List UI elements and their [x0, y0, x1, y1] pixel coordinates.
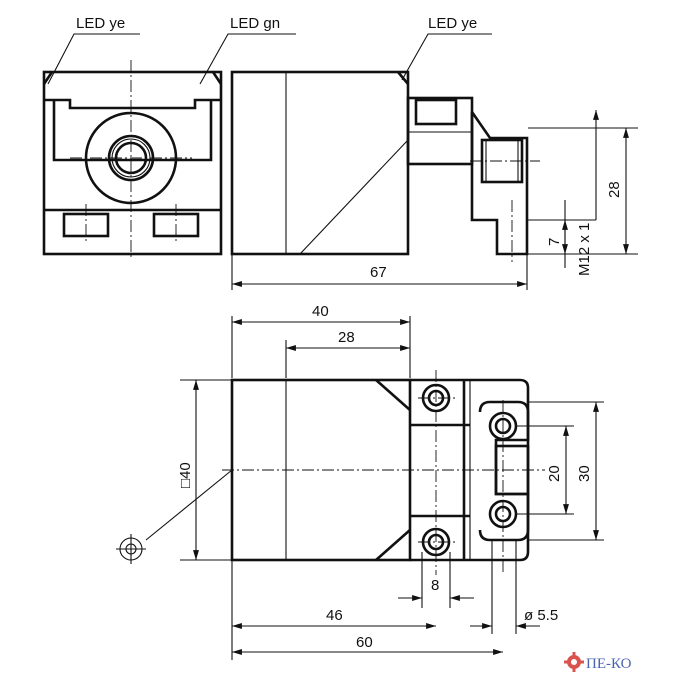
logo-text: ПЕ-КО — [586, 656, 632, 672]
side-view-body — [230, 70, 410, 256]
dim-connector-height: 28 — [606, 181, 623, 198]
dim-square-face: □40 — [177, 462, 194, 488]
front-view — [42, 60, 223, 260]
top-view — [222, 370, 545, 575]
dim-overall-length: 60 — [356, 634, 373, 651]
dim-thread: M12 x 1 — [576, 223, 593, 276]
side-view — [230, 70, 540, 262]
dim-body-depth: 40 — [312, 303, 329, 320]
dim-sensing-depth: 28 — [338, 329, 355, 346]
dim-slot-width: 8 — [431, 577, 439, 594]
side-view-dimensions: 67 28 7 M12 x 1 — [231, 110, 638, 290]
front-view-outline — [42, 70, 223, 256]
top-view-dimensions: 40 28 □40 30 20 8 46 60 — [177, 303, 604, 660]
dim-connector-offset: 7 — [546, 238, 563, 246]
dim-hole-diameter: ø 5.5 — [524, 607, 558, 624]
led-leaders: LED ye LED gn LED ye — [47, 15, 492, 85]
company-logo: ПЕ-КО — [564, 652, 632, 672]
led-gn-label: LED gn — [230, 15, 280, 32]
dim-hole-distance: 46 — [326, 607, 343, 624]
sensing-face-marker — [116, 469, 233, 564]
led-ye-left-label: LED ye — [76, 15, 125, 32]
gear-icon — [564, 652, 584, 672]
led-ye-right-label: LED ye — [428, 15, 477, 32]
dim-hole-spacing: 20 — [546, 465, 563, 482]
dim-top-length: 67 — [370, 264, 387, 281]
dim-mount-height: 30 — [576, 465, 593, 482]
